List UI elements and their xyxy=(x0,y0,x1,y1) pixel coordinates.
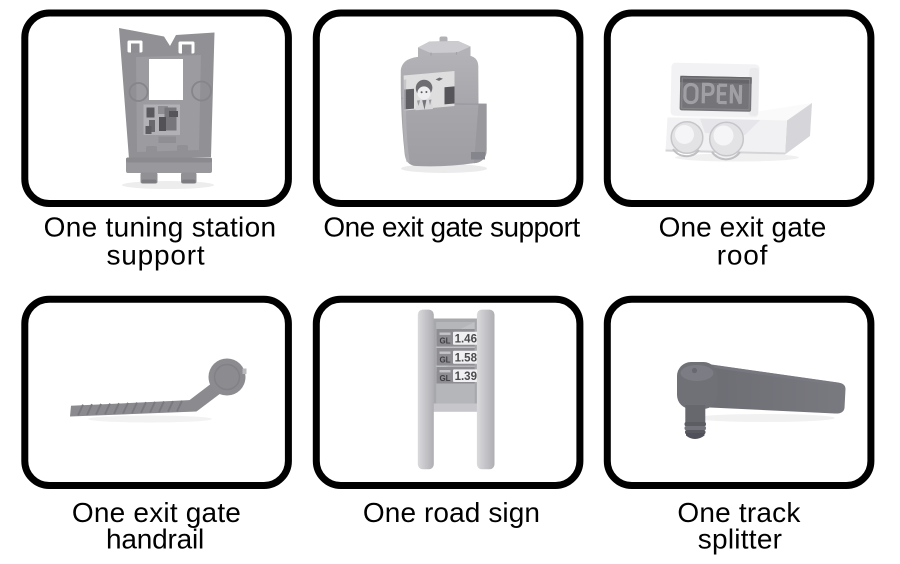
svg-text:roof: roof xyxy=(717,240,768,271)
svg-text:1.46: 1.46 xyxy=(455,334,477,346)
svg-text:handrail: handrail xyxy=(106,524,204,555)
svg-text:One tuning station: One tuning station xyxy=(44,212,277,243)
svg-text:GL: GL xyxy=(439,356,450,365)
svg-text:1.58: 1.58 xyxy=(455,353,478,365)
svg-text:splitter: splitter xyxy=(698,524,782,555)
svg-text:One exit gate: One exit gate xyxy=(659,212,827,243)
svg-text:One road sign: One road sign xyxy=(363,497,540,528)
svg-text:GL: GL xyxy=(439,337,450,346)
svg-text:1.39: 1.39 xyxy=(455,371,477,383)
svg-text:GL: GL xyxy=(439,374,450,383)
svg-text:One exit gate support: One exit gate support xyxy=(323,212,580,243)
svg-text:One track: One track xyxy=(677,497,801,528)
svg-text:One exit gate: One exit gate xyxy=(72,497,241,528)
svg-text:support: support xyxy=(107,240,206,271)
